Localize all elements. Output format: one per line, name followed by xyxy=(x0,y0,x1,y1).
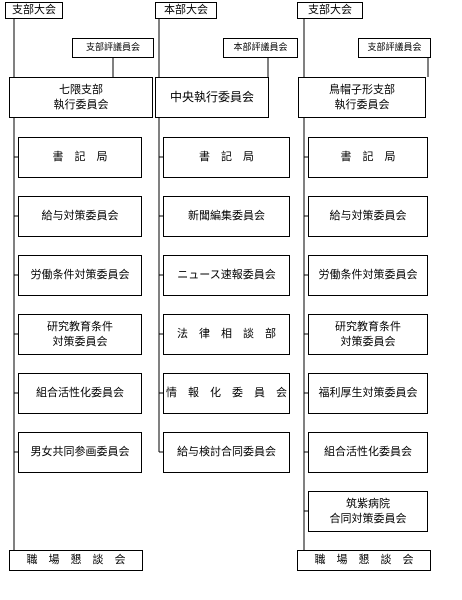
right-committee-welfare: 福利厚生対策委員会 xyxy=(308,373,428,414)
center-committee-newspaper: 新聞編集委員会 xyxy=(163,196,290,237)
left-committee-activation: 組合活性化委員会 xyxy=(18,373,142,414)
right-committee-salary: 給与対策委員会 xyxy=(308,196,428,237)
left-committee-salary: 給与対策委員会 xyxy=(18,196,142,237)
right-branch-council: 支部評議員会 xyxy=(358,38,431,58)
left-branch-council: 支部評議員会 xyxy=(72,38,154,58)
left-committee-gender-equality: 男女共同参画委員会 xyxy=(18,432,142,473)
right-committee-labor: 労働条件対策委員会 xyxy=(308,255,428,296)
center-committee-news-bulletin: ニュース速報委員会 xyxy=(163,255,290,296)
right-branch-executive: 鳥帽子形支部 執行委員会 xyxy=(298,77,426,118)
left-workplace-meeting: 職 場 懇 談 会 xyxy=(9,550,143,571)
center-committee-information: 情 報 化 委 員 会 xyxy=(163,373,290,414)
right-committee-chikushi-hospital: 筑紫病院 合同対策委員会 xyxy=(308,491,428,532)
right-committee-activation: 組合活性化委員会 xyxy=(308,432,428,473)
center-committee-secretariat: 書 記 局 xyxy=(163,137,290,178)
left-committee-secretariat: 書 記 局 xyxy=(18,137,142,178)
left-committee-labor: 労働条件対策委員会 xyxy=(18,255,142,296)
left-branch-assembly: 支部大会 xyxy=(5,2,63,19)
right-committee-research: 研究教育条件 対策委員会 xyxy=(308,314,428,355)
right-committee-secretariat: 書 記 局 xyxy=(308,137,428,178)
center-committee-legal: 法 律 相 談 部 xyxy=(163,314,290,355)
left-branch-executive: 七隈支部 執行委員会 xyxy=(9,77,153,118)
center-committee-salary-joint: 給与検討合同委員会 xyxy=(163,432,290,473)
left-committee-research: 研究教育条件 対策委員会 xyxy=(18,314,142,355)
center-headquarters-assembly: 本部大会 xyxy=(155,2,217,19)
center-executive: 中央執行委員会 xyxy=(155,77,269,118)
right-workplace-meeting: 職 場 懇 談 会 xyxy=(297,550,431,571)
right-branch-assembly: 支部大会 xyxy=(297,2,363,19)
center-headquarters-council: 本部評議員会 xyxy=(223,38,298,58)
